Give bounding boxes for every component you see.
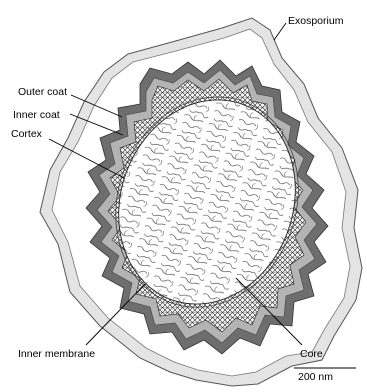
- exosporium-leader: [274, 23, 286, 40]
- inner-coat-label: Inner coat: [13, 109, 60, 121]
- outer-coat-label: Outer coat: [18, 86, 67, 98]
- inner-membrane-label: Inner membrane: [18, 348, 95, 360]
- scale-bar-label: 200 nm: [298, 371, 333, 383]
- cortex-label: Cortex: [11, 128, 43, 140]
- core-label: Core: [300, 348, 323, 360]
- exosporium-label: Exosporium: [288, 15, 344, 27]
